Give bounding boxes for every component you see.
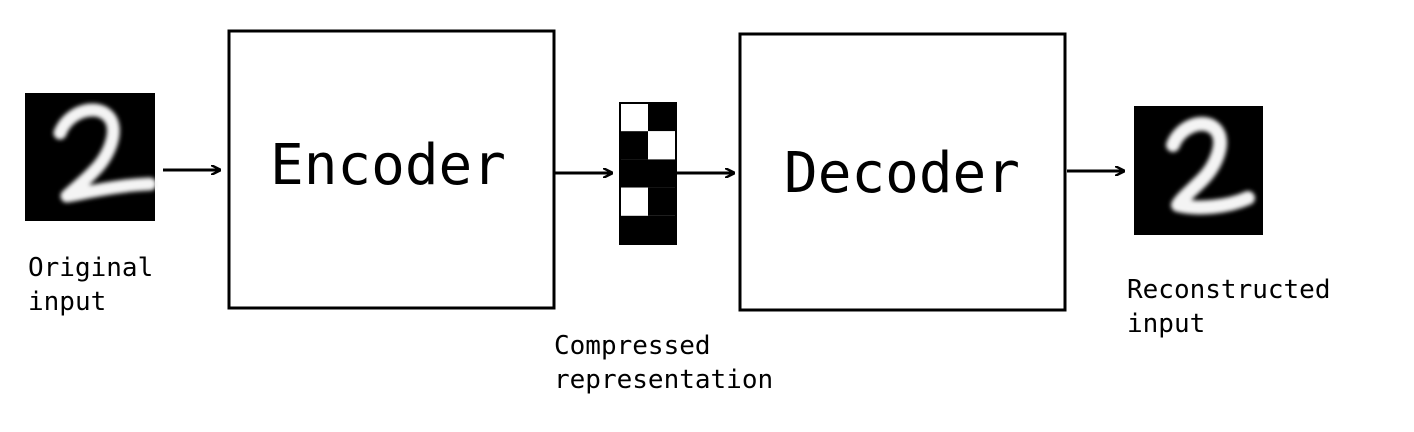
code-cell xyxy=(648,215,676,244)
encoder-box: Encoder xyxy=(227,29,556,310)
code-cell xyxy=(648,131,676,160)
code-cell xyxy=(620,215,648,244)
compressed-caption-line-2: representation xyxy=(554,365,774,395)
compressed-representation-grid xyxy=(619,102,677,245)
reconstructed-caption-line-1: Reconstructed xyxy=(1127,275,1331,305)
code-cell xyxy=(648,187,676,216)
encoder-label: Encoder xyxy=(270,133,506,198)
code-cell xyxy=(620,159,648,188)
decoder-box: Decoder xyxy=(738,32,1067,312)
code-cell xyxy=(648,159,676,188)
original-input-caption-line-1: Original xyxy=(28,253,154,283)
reconstructed-input-caption: Reconstructed input xyxy=(1127,273,1331,341)
code-cell xyxy=(620,187,648,216)
original-input-caption-line-2: input xyxy=(28,287,107,317)
code-cell xyxy=(648,103,676,132)
reconstructed-caption-line-2: input xyxy=(1127,309,1206,339)
original-input-caption: Original input xyxy=(28,251,153,319)
decoder-label: Decoder xyxy=(784,141,1020,206)
compressed-caption-line-1: Compressed xyxy=(554,331,711,361)
reconstructed-input-image xyxy=(1134,106,1263,235)
code-cell xyxy=(620,103,648,132)
code-cell xyxy=(620,131,648,160)
compressed-representation-caption: Compressed representation xyxy=(554,329,773,397)
original-input-image xyxy=(25,93,157,221)
